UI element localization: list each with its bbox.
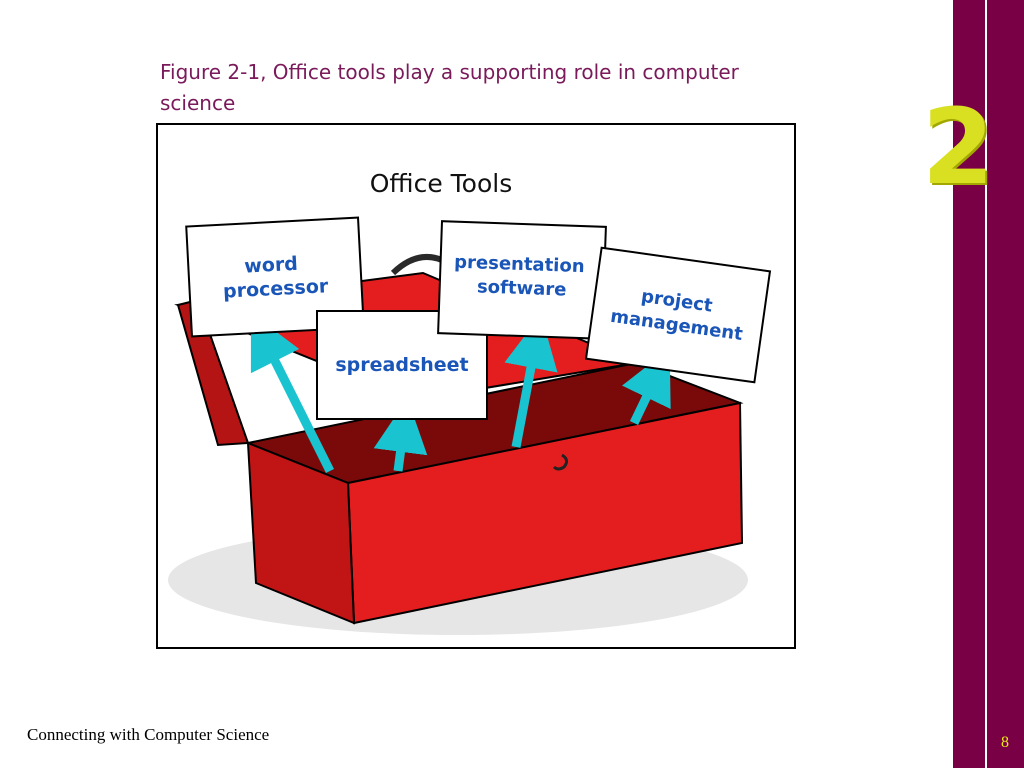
card-word-processor-line1: word — [244, 253, 299, 278]
arrow-project-management — [621, 348, 671, 425]
chapter-number: 2 — [921, 86, 995, 208]
diagram-title: Office Tools — [370, 169, 513, 198]
toolbox-latch — [552, 453, 569, 471]
card-presentation-line2: software — [477, 276, 567, 300]
footer-text: Connecting with Computer Science — [27, 725, 270, 744]
accent-bar-divider — [985, 0, 987, 768]
arrow-spreadsheet — [373, 398, 428, 472]
figure-caption: Figure 2-1, Office tools play a supporti… — [160, 60, 739, 115]
arrow-word-processor — [250, 312, 335, 474]
arrow-presentation — [504, 314, 558, 448]
svg-text:presentation software: presentation software — [453, 252, 591, 302]
card-presentation-line1: presentation — [454, 252, 585, 278]
card-spreadsheet-label: spreadsheet — [335, 354, 468, 376]
figure-frame: Office Tools word processor spreadsheet … — [156, 123, 796, 649]
page-number: 8 — [1001, 734, 1009, 751]
right-accent-bar — [953, 0, 1024, 768]
toolbox-side — [246, 441, 356, 625]
card-spreadsheet: spreadsheet — [316, 310, 488, 420]
toolbox-diagram: Office Tools word processor spreadsheet … — [168, 169, 772, 635]
card-project-management: project management — [584, 246, 772, 384]
card-word-processor: word processor — [185, 216, 365, 338]
card-presentation-software: presentation software — [437, 220, 607, 340]
